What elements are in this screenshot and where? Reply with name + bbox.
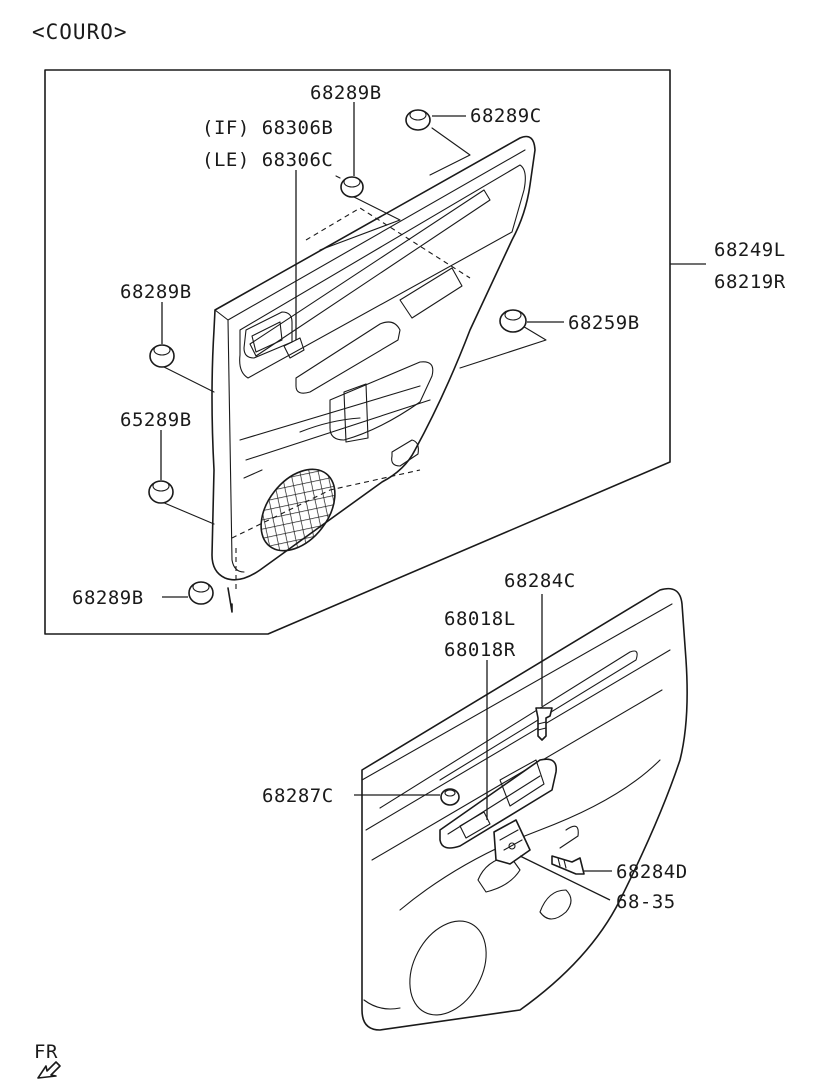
leader-clip-left-mid (161, 501, 215, 525)
assembly-frame (44, 69, 671, 635)
clip-icon (148, 480, 174, 504)
screw-icon (551, 855, 585, 875)
door-trim-panel (211, 135, 536, 613)
part-label-68289B-left: 68289B (120, 281, 192, 303)
leader-clip-top-right (429, 127, 471, 176)
part-label-68018L: 68018L (444, 608, 516, 630)
part-label-68-35: 68-35 (616, 891, 676, 913)
part-label-68306B: (IF) 68306B (202, 117, 333, 139)
part-label-68249L: 68249L (714, 239, 786, 261)
clip-icon (405, 109, 431, 131)
part-label-68018R: 68018R (444, 639, 516, 661)
part-label-68289B-top: 68289B (310, 82, 382, 104)
part-label-68306C: (LE) 68306C (202, 149, 333, 171)
section-title: <COURO> (32, 20, 128, 44)
part-label-68284D: 68284D (616, 861, 688, 883)
front-direction-label: FR (34, 1041, 58, 1063)
part-label-68219R: 68219R (714, 271, 786, 293)
leader-clip-right (459, 321, 547, 369)
part-label-68259B: 68259B (568, 312, 640, 334)
part-label-68289B-bottom: 68289B (72, 587, 144, 609)
bracket-icon (493, 819, 531, 865)
part-label-68287C: 68287C (262, 785, 334, 807)
front-arrow-icon (37, 1061, 61, 1079)
leader-clip-left-upper (161, 365, 215, 393)
screw-icon (535, 707, 553, 741)
clip-icon (335, 175, 364, 198)
speaker-grille (260, 468, 336, 552)
part-label-65289B: 65289B (120, 409, 192, 431)
clip-icon (499, 309, 527, 333)
door-inner-panel (361, 587, 688, 1031)
clip-icon (440, 788, 460, 806)
clip-icon (188, 581, 214, 605)
part-label-68289C: 68289C (470, 105, 542, 127)
clip-icon (149, 344, 175, 368)
leader-clip-top (319, 195, 401, 251)
leader-68-35 (519, 855, 611, 901)
part-label-68284C: 68284C (504, 570, 576, 592)
